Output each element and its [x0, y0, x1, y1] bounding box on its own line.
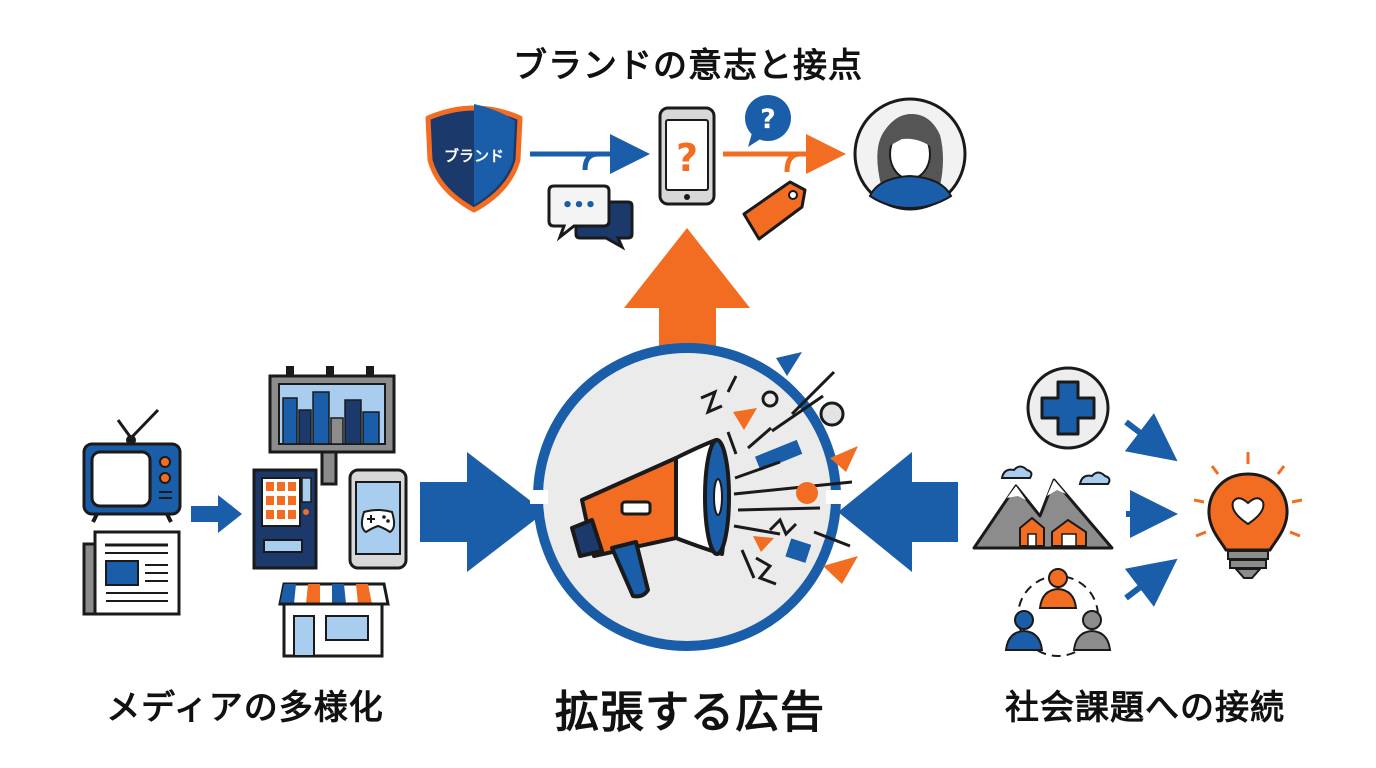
community-people-icon — [1004, 568, 1112, 657]
brand-shield-icon: ブランド — [425, 104, 523, 213]
newspaper-icon — [82, 530, 181, 616]
social-issues-title: 社会課題への接続 — [1005, 688, 1285, 728]
billboard-icon — [268, 366, 396, 486]
shield-label: ブランド — [444, 147, 504, 165]
phone-question-icon: ? — [658, 106, 716, 206]
heart-lightbulb-icon — [1193, 452, 1303, 579]
chat-dots: ••• — [562, 195, 597, 216]
chat-bubbles-icon: ••• — [547, 184, 634, 251]
media-small-arrow — [191, 495, 242, 533]
price-tag-icon — [742, 180, 807, 241]
tv-icon — [82, 408, 182, 523]
question-bubble-mark: ? — [760, 104, 776, 135]
brand-intent-title: ブランドの意志と接点 — [513, 46, 863, 86]
storefront-icon — [278, 582, 390, 658]
question-bubble-icon: ? — [745, 95, 791, 147]
medical-cross-icon — [1026, 366, 1110, 450]
left-arrow-from-society — [838, 452, 958, 572]
vending-machine-icon — [252, 468, 318, 570]
brand-to-phone-arrow — [530, 134, 650, 174]
media-diversification-title: メディアの多様化 — [106, 688, 384, 728]
up-arrow-to-brand — [624, 228, 750, 362]
society-to-bulb-arrows — [1124, 413, 1178, 607]
expanding-advertising-title: 拡張する広告 — [555, 687, 825, 738]
phone-question-mark: ? — [676, 136, 698, 180]
sound-burst-confetti — [700, 352, 858, 586]
megaphone-icon — [570, 438, 731, 599]
user-avatar-icon — [853, 97, 967, 211]
mountain-village-icon — [972, 465, 1114, 550]
phone-to-user-arrow — [723, 134, 846, 174]
right-arrow-from-media — [420, 452, 545, 572]
phone-game-icon — [348, 468, 408, 570]
